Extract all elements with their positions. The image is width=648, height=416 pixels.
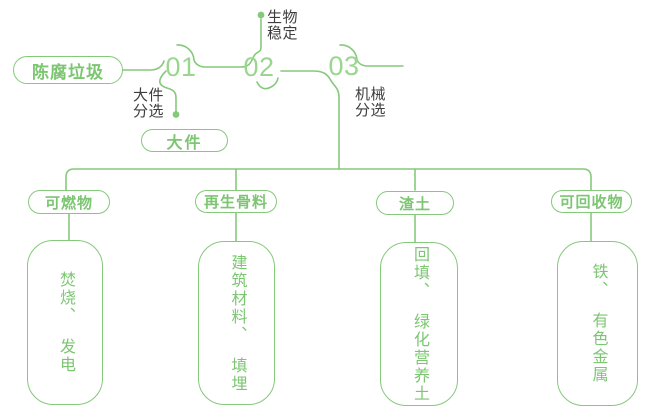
step-01-label: 大件 分选 — [133, 87, 165, 120]
connector-03-tail — [339, 44, 404, 67]
use-text: 回填、 — [411, 245, 428, 300]
category-label: 可回收物 — [559, 194, 624, 211]
category-label: 可燃物 — [44, 194, 93, 212]
use-text: 焚烧、 — [57, 271, 74, 325]
use-text: 铁、 — [589, 263, 607, 299]
step-03-label: 机械 分选 — [355, 86, 387, 119]
connector-01-branch-down — [158, 70, 177, 112]
use-text: 建筑材料、 — [228, 253, 246, 344]
swoosh-02 — [256, 77, 279, 90]
branch-dot-bio — [257, 11, 265, 19]
use-text: 发电 — [57, 338, 74, 374]
category-pill-recyclable: 可回收物 — [551, 190, 632, 213]
use-text: 填埋 — [228, 356, 246, 393]
output-box-aggregate: 建筑材料、 填埋 — [198, 241, 275, 405]
category-label: 渣土 — [398, 195, 431, 213]
source-label: 陈腐垃圾 — [32, 62, 104, 82]
category-pill-aggregate: 再生骨料 — [195, 190, 277, 213]
large-item-label: 大件 — [166, 134, 203, 152]
source-pill: 陈腐垃圾 — [13, 56, 123, 84]
step-number-02: 02 — [243, 52, 275, 82]
use-text: 绿化营养土 — [411, 312, 428, 403]
connector-source-to-01 — [122, 60, 165, 71]
output-box-slag: 回填、 绿化营养土 — [380, 242, 458, 406]
step-02-label: 生物 稳定 — [267, 9, 299, 42]
output-box-combustible: 焚烧、 发电 — [27, 240, 103, 405]
distribution-bar — [65, 168, 592, 191]
branch-dot-large-item — [172, 111, 180, 118]
connector-01-to-02 — [176, 18, 262, 68]
category-label: 再生骨料 — [203, 194, 268, 211]
category-pill-combustible: 可燃物 — [28, 190, 110, 214]
connector-02-to-03 — [280, 70, 340, 170]
step-number-03: 03 — [328, 51, 360, 81]
large-item-pill: 大件 — [141, 129, 228, 152]
category-pill-slag: 渣土 — [376, 191, 454, 215]
use-text: 有色金属 — [589, 312, 607, 384]
step-number-01: 01 — [165, 52, 197, 82]
output-box-recyclable: 铁、 有色金属 — [557, 241, 638, 406]
